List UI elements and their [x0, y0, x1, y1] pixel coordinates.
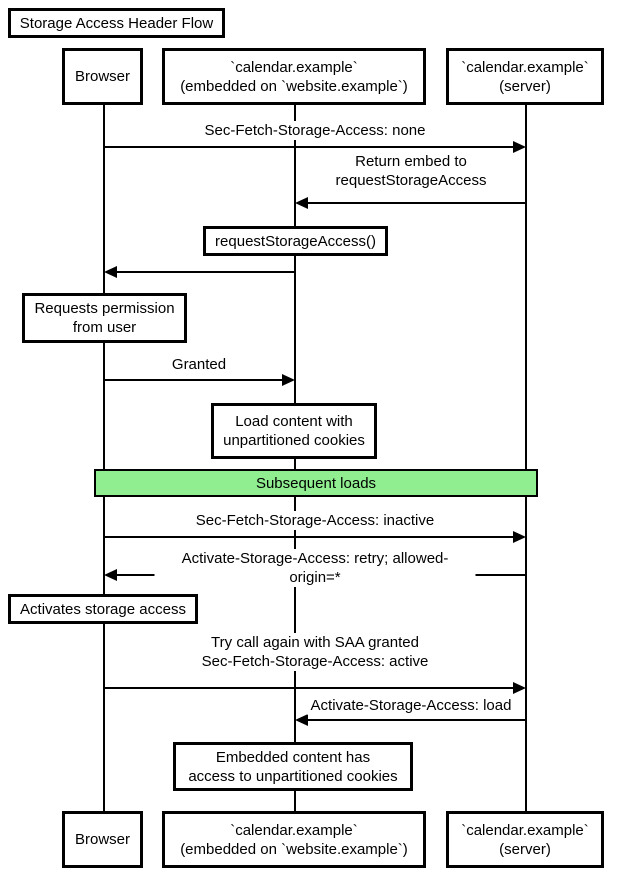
message-label-try-again: Try call again with SAA granted Sec-Fetc… — [198, 633, 432, 671]
message-line-activate-load — [305, 719, 526, 721]
actor-top-embedded: `calendar.example` (embedded on `website… — [162, 48, 426, 105]
message-line-sec-fetch-inactive — [104, 536, 516, 538]
actor-bottom-embedded: `calendar.example` (embedded on `website… — [162, 811, 426, 868]
actor-label-server: `calendar.example` (server) — [457, 819, 593, 860]
arrowhead-right-icon — [513, 682, 526, 694]
note-requests-permission: Requests permission from user — [22, 293, 187, 343]
actor-label-browser: Browser — [70, 66, 134, 87]
message-label-activate-retry: Activate-Storage-Access: retry; allowed-… — [154, 549, 476, 587]
separator-subsequent-loads: Subsequent loads — [94, 469, 538, 497]
actor-bottom-server: `calendar.example` (server) — [446, 811, 604, 868]
message-label-sec-fetch-inactive: Sec-Fetch-Storage-Access: inactive — [192, 511, 438, 530]
note-activates-storage: Activates storage access — [8, 594, 198, 624]
actor-top-server: `calendar.example` (server) — [446, 48, 604, 105]
message-label-activate-load: Activate-Storage-Access: load — [307, 696, 515, 715]
actor-label-embedded: `calendar.example` (embedded on `website… — [176, 819, 412, 860]
message-line-saa-call-response — [116, 271, 295, 273]
actor-top-browser: Browser — [62, 48, 143, 105]
actor-label-server: `calendar.example` (server) — [457, 56, 593, 97]
lifeline-browser — [103, 105, 105, 811]
arrowhead-left-icon — [295, 714, 308, 726]
message-label-granted: Granted — [168, 355, 230, 374]
note-request-storage-access: requestStorageAccess() — [203, 226, 388, 256]
diagram-title-box: Storage Access Header Flow — [8, 8, 225, 38]
message-label-sec-fetch-none: Sec-Fetch-Storage-Access: none — [201, 121, 429, 140]
message-line-granted — [104, 379, 283, 381]
lifeline-server — [525, 105, 527, 811]
actor-label-browser: Browser — [70, 829, 134, 850]
arrowhead-right-icon — [282, 374, 295, 386]
arrowhead-left-icon — [104, 569, 117, 581]
actor-label-embedded: `calendar.example` (embedded on `website… — [176, 56, 412, 97]
message-label-return-embed: Return embed to requestStorageAccess — [332, 152, 490, 190]
arrowhead-left-icon — [104, 266, 117, 278]
note-embedded-access: Embedded content has access to unpartiti… — [173, 742, 413, 791]
arrowhead-left-icon — [295, 197, 308, 209]
message-line-sec-fetch-none — [104, 146, 516, 148]
arrowhead-right-icon — [513, 531, 526, 543]
message-line-try-again — [104, 687, 516, 689]
note-load-content: Load content with unpartitioned cookies — [211, 403, 377, 459]
arrowhead-right-icon — [513, 141, 526, 153]
message-line-return-embed — [305, 202, 526, 204]
diagram-title: Storage Access Header Flow — [19, 14, 214, 32]
separator-label: Subsequent loads — [255, 474, 377, 492]
actor-bottom-browser: Browser — [62, 811, 143, 868]
